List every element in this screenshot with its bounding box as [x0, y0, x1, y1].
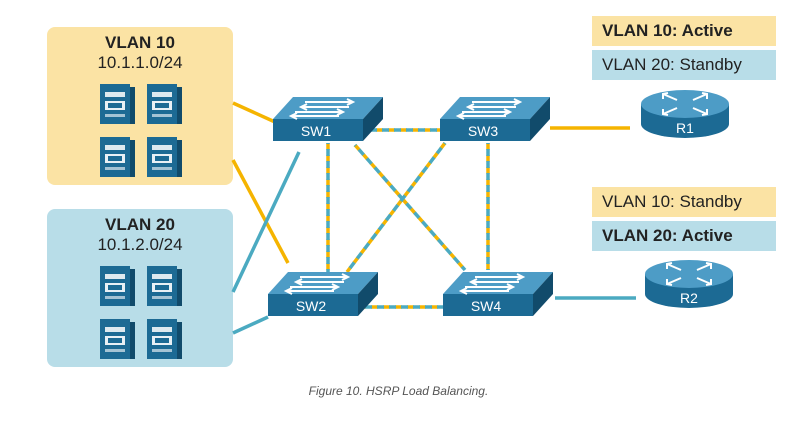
- sw3-label: SW3: [468, 123, 499, 139]
- server-icon: [100, 137, 135, 177]
- figure-caption: Figure 10. HSRP Load Balancing.: [308, 384, 489, 398]
- r1-router: R1: [640, 89, 730, 139]
- sw3-switch: SW3: [439, 96, 551, 142]
- r1-vlan10-status: VLAN 10: Active: [592, 16, 776, 46]
- server-icon: [100, 319, 135, 359]
- vlan10-group: VLAN 10 10.1.1.0/24: [47, 27, 233, 185]
- vlan20-servers: [100, 266, 182, 359]
- server-icon: [147, 84, 182, 124]
- sw4-switch: SW4: [442, 271, 554, 317]
- vlan10-subnet: 10.1.1.0/24: [97, 53, 183, 72]
- r1-vlan20-status: VLAN 20: Standby: [592, 50, 776, 80]
- vlan20-links: [231, 151, 301, 335]
- r2-vlan10-status: VLAN 10: Standby: [592, 187, 776, 217]
- sw1-label: SW1: [301, 123, 332, 139]
- vlan10-links: [231, 101, 290, 264]
- server-icon: [100, 266, 135, 306]
- server-icon: [147, 319, 182, 359]
- vlan20-group: VLAN 20 10.1.2.0/24: [47, 209, 233, 367]
- sw1-switch: SW1: [272, 96, 384, 142]
- vlan20-title: VLAN 20: [105, 215, 175, 234]
- r2-router: R2: [644, 259, 734, 309]
- trunk-links: [326, 128, 490, 309]
- sw4-label: SW4: [471, 298, 502, 314]
- r2-label: R2: [680, 290, 698, 306]
- r1-label: R1: [676, 120, 694, 136]
- server-icon: [147, 137, 182, 177]
- sw2-switch: SW2: [267, 271, 379, 317]
- sw2-label: SW2: [296, 298, 327, 314]
- vlan10-title: VLAN 10: [105, 33, 175, 52]
- server-icon: [100, 84, 135, 124]
- r2-vlan20-status: VLAN 20: Active: [592, 221, 776, 251]
- vlan20-subnet: 10.1.2.0/24: [97, 235, 183, 254]
- vlan10-servers: [100, 84, 182, 177]
- server-icon: [147, 266, 182, 306]
